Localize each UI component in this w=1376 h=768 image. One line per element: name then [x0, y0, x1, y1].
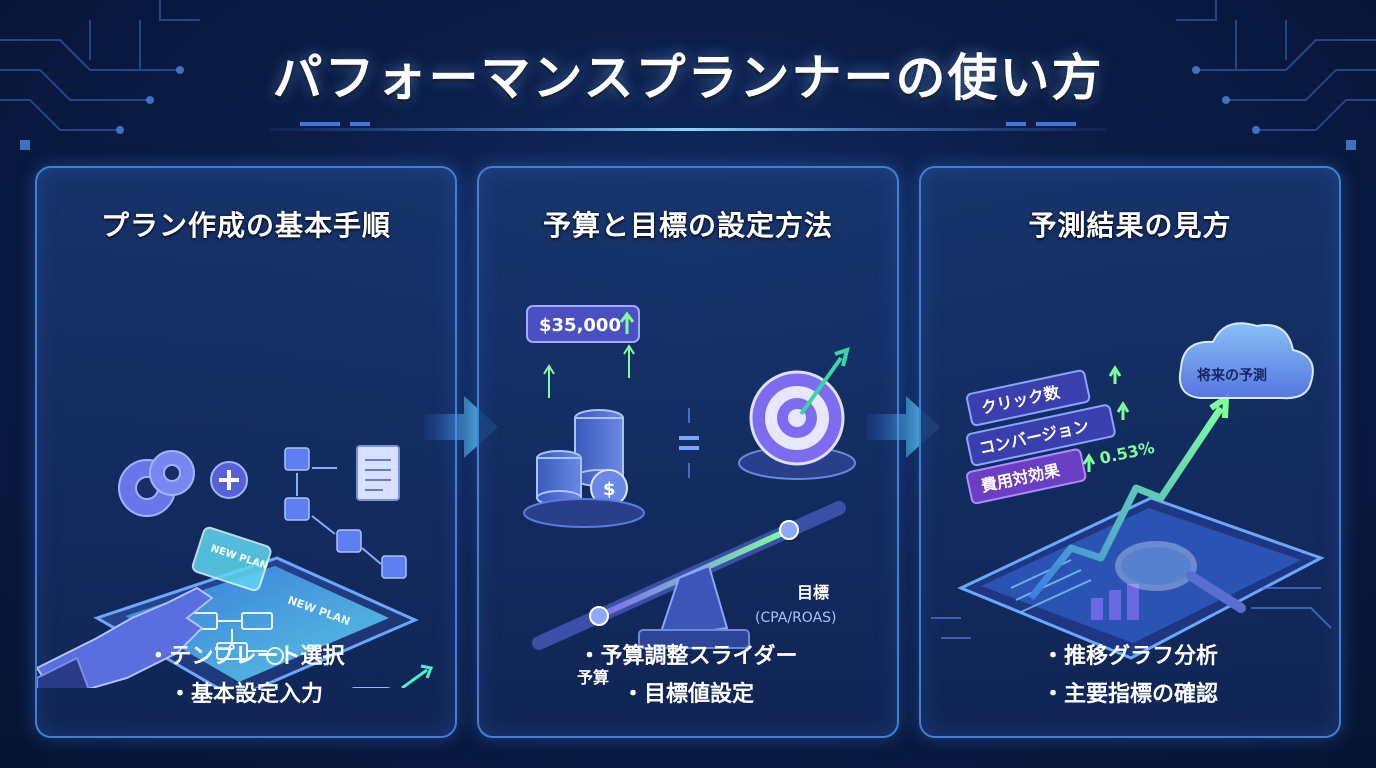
- plan-creation-illustration: NEW PLAN NEW PLAN: [37, 445, 434, 688]
- panel-budget-goal: 予算と目標の設定方法 $35,000 $: [477, 166, 899, 738]
- budget-tag: $35,000: [526, 305, 640, 343]
- title-underline-decoration: [270, 122, 1106, 131]
- panel-forecast: 予測結果の見方 将来の予測 クリック数 コンバージ: [919, 166, 1341, 738]
- goal-sub-label: (CPA/ROAS): [755, 610, 837, 626]
- gear-icon: [149, 450, 195, 496]
- goal-label: 目標: [797, 583, 829, 602]
- document-icon: [356, 445, 400, 501]
- panel-plan-creation: プラン作成の基本手順: [35, 166, 457, 738]
- budget-amount: $35,000: [539, 315, 621, 336]
- forecast-illustration: 将来の予測 クリック数 コンバージョン 費用対効果 0.53%: [931, 322, 1332, 660]
- page-title: パフォーマンスプランナーの使い方: [272, 49, 1104, 107]
- panel-heading: プラン作成の基本手順: [100, 209, 391, 242]
- budget-label: 予算: [577, 668, 609, 687]
- bullet-item: ・推移グラフ分析: [1041, 644, 1218, 669]
- svg-text:$: $: [603, 479, 616, 500]
- bullet-item: ・目標値設定: [621, 682, 754, 707]
- hand-icon: [37, 586, 214, 688]
- bullet-item: ・基本設定入力: [168, 682, 323, 707]
- bullet-list: ・テンプレート選択 ・基本設定入力: [37, 638, 455, 714]
- budget-goal-slider: [532, 501, 846, 650]
- cloud-icon: 将来の予測: [1179, 322, 1314, 400]
- metric-tag-conversions: コンバージョン: [966, 404, 1116, 467]
- cloud-label: 将来の予測: [1197, 367, 1267, 384]
- bullet-list: ・予算調整スライダー ・目標値設定: [479, 638, 897, 714]
- cost-value: 0.53%: [1098, 438, 1156, 468]
- bullet-item: ・主要指標の確認: [1041, 682, 1218, 707]
- panel-heading: 予測結果の見方: [1028, 209, 1232, 242]
- bullet-item: ・予算調整スライダー: [578, 644, 798, 669]
- target-icon: [738, 346, 856, 480]
- bullet-list: ・推移グラフ分析 ・主要指標の確認: [921, 638, 1339, 714]
- bullet-item: ・テンプレート選択: [147, 644, 345, 669]
- panel-heading: 予算と目標の設定方法: [542, 209, 833, 242]
- budget-goal-illustration: $35,000 $: [523, 305, 856, 687]
- magnifier-icon: [1115, 541, 1246, 613]
- chart-bars: [1091, 584, 1139, 620]
- new-plan-card: NEW PLAN: [191, 526, 272, 592]
- plus-icon: [210, 461, 248, 499]
